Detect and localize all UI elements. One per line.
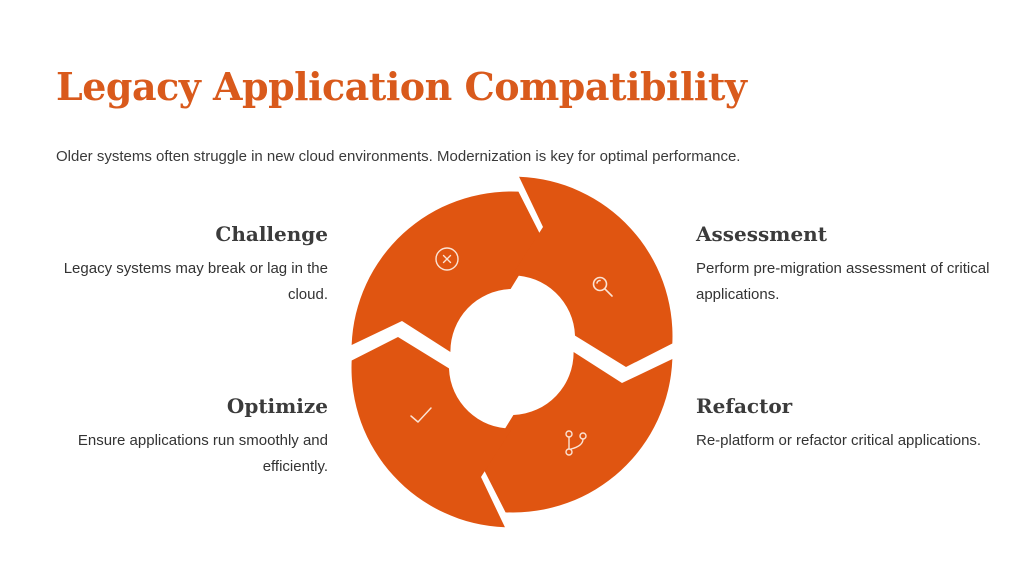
- git-branch-icon: [565, 430, 587, 456]
- challenge-text: Legacy systems may break or lag in the c…: [63, 260, 328, 303]
- challenge-block: Challenge Legacy systems may break or la…: [28, 220, 328, 308]
- optimize-text: Ensure applications run smoothly and eff…: [77, 432, 328, 475]
- assessment-heading: Assessment: [696, 222, 827, 246]
- refactor-block: Refactor Re-platform or refactor critica…: [696, 392, 996, 454]
- assessment-text: Perform pre-migration assessment of crit…: [696, 260, 990, 303]
- segment-assessment: [512, 176, 673, 367]
- segment-optimize: [351, 337, 512, 528]
- slide-title: Legacy Application Compatibility: [56, 64, 747, 109]
- magnifier-icon: [592, 276, 613, 297]
- segment-challenge: [351, 191, 542, 352]
- assessment-block: Assessment Perform pre-migration assessm…: [696, 220, 996, 308]
- optimize-heading: Optimize: [226, 394, 328, 418]
- optimize-block: Optimize Ensure applications run smoothl…: [28, 392, 328, 480]
- refactor-heading: Refactor: [696, 394, 793, 418]
- segment-refactor: [482, 352, 673, 513]
- check-icon: [410, 407, 432, 423]
- challenge-heading: Challenge: [215, 222, 328, 246]
- cycle-ring: [351, 176, 673, 528]
- refactor-text: Re-platform or refactor critical applica…: [696, 432, 982, 449]
- slide-subtitle: Older systems often struggle in new clou…: [56, 148, 741, 165]
- x-circle-icon: [435, 247, 459, 271]
